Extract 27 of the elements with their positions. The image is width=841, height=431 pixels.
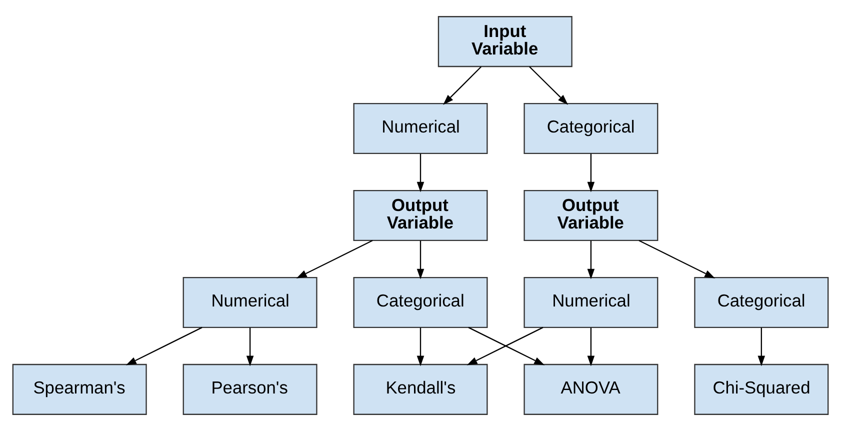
node-box: Chi-Squared (694, 364, 829, 415)
node-box: ANOVA (524, 364, 658, 415)
arrow (416, 154, 424, 192)
node-box: Numerical (182, 276, 318, 328)
arrow (443, 66, 482, 105)
node-box: Output Variable (524, 190, 658, 242)
node-box: Categorical (524, 103, 658, 154)
arrow (246, 328, 254, 366)
arrow (126, 326, 202, 366)
node-box: Numerical (524, 276, 658, 328)
node-box: Pearson's (182, 364, 318, 415)
node-box: Spearman's (12, 364, 147, 415)
arrow (296, 240, 373, 278)
node-box: Categorical (694, 276, 829, 328)
node-box: Output Variable (353, 190, 488, 242)
arrow (529, 66, 568, 105)
arrow (587, 328, 595, 366)
node-box: Numerical (353, 103, 488, 154)
arrow (416, 240, 424, 280)
node-box: Categorical (353, 276, 488, 328)
arrow (587, 154, 595, 192)
node-box: Input Variable (438, 16, 572, 68)
node-box: Kendall's (353, 364, 488, 415)
arrow (638, 240, 716, 278)
arrow (416, 328, 424, 366)
arrow (587, 240, 595, 280)
arrow (758, 328, 766, 366)
